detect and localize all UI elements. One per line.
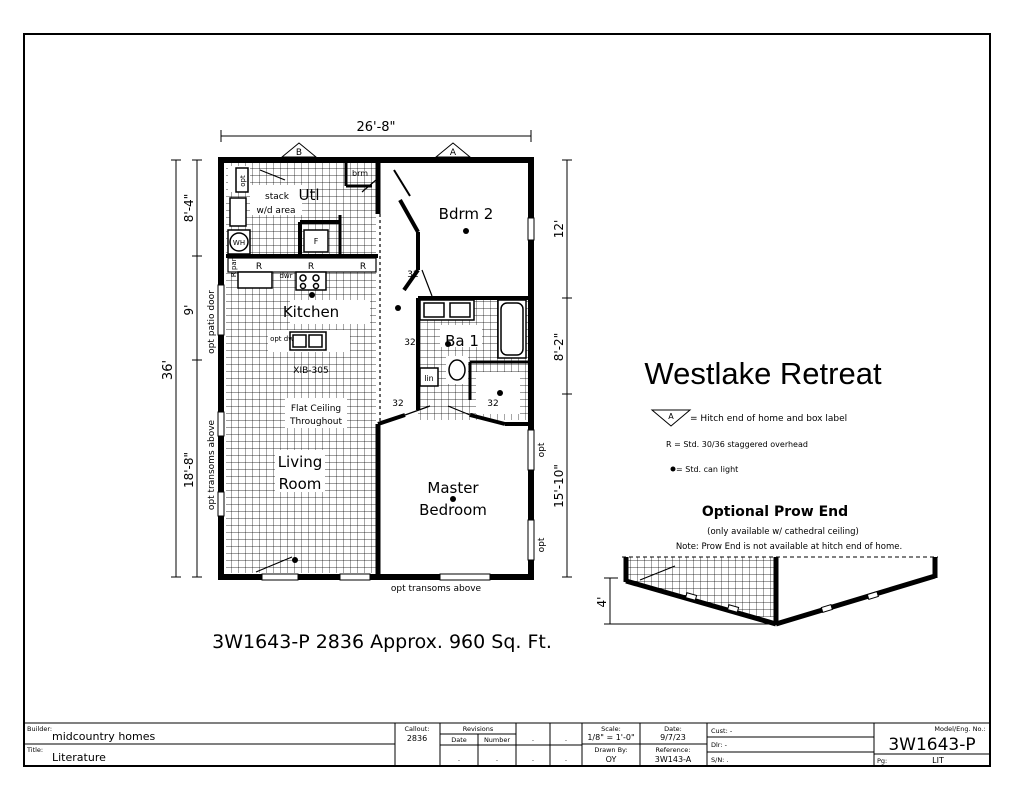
label-stack: stack [265,192,290,202]
tb-cust: Cust: - [711,727,733,735]
room-living-2: Room [279,475,322,493]
room-utl: Utl [298,186,319,204]
room-living-1: Living [278,453,323,471]
prow-dim: 4' [595,597,609,608]
door-size-3: 32 [392,399,403,409]
room-master-2: Bedroom [419,501,487,519]
dim-right-1: 12' [552,220,566,239]
marker-b [280,142,318,158]
marker-a-label: A [450,148,457,158]
legend: A = Hitch end of home and box label R = … [650,409,847,474]
room-master-1: Master [427,479,479,497]
room-ba1: Ba 1 [445,332,479,350]
appliances [227,167,527,387]
prow-section: Optional Prow End (only available w/ cat… [595,504,938,640]
dim-left-1: 8'-4" [182,194,196,222]
dim-right-2: 8'-2" [552,333,566,361]
tb-model: 3W1643-P [888,735,975,755]
tb-title-label: Title: [26,746,43,754]
tb-revisions-label: Revisions [463,725,494,733]
svg-text:.: . [565,755,567,763]
legend-hitch: = Hitch end of home and box label [690,414,847,424]
prow-note: Note: Prow End is not available at hitch… [676,542,902,552]
tb-sn: S/N: . [711,756,729,764]
tb-builder: midcountry homes [52,730,156,743]
plan-caption: 3W1643-P 2836 Approx. 960 Sq. Ft. [212,631,552,653]
label-r-2: R [308,262,314,272]
label-r-3: R [360,262,366,272]
tb-ref: 3W143-A [655,755,692,764]
tb-builder-label: Builder: [27,725,52,733]
label-throughout: Throughout [289,417,343,427]
floor-plan: B A 26'-8" 36' 8'-4" 9' 18'-8" 12' 8'-2"… [161,120,572,594]
label-r-pan: R pan [230,257,238,277]
label-opt-utl: opt [239,175,247,187]
label-r-1: R [256,262,262,272]
legend-can-light: = Std. can light [676,465,738,474]
tb-date2-label: Date: [664,725,682,733]
label-lin: lin [424,374,434,383]
label-xib: XIB-305 [293,366,328,376]
door-size-4: 32 [487,399,498,409]
dim-width: 26'-8" [356,120,395,135]
room-bdrm2: Bdrm 2 [439,205,494,223]
tb-pg: LIT [932,756,944,765]
prow-sub: (only available w/ cathedral ceiling) [707,527,859,537]
dim-right-3: 15'-10" [552,464,566,508]
svg-text:.: . [565,735,567,743]
tb-ref-label: Reference: [656,746,691,754]
opt-transoms-bottom: opt transoms above [391,584,482,594]
opt-transoms-left: opt transoms above [207,419,217,510]
svg-text:.: . [458,755,460,763]
opt-right-2: opt [537,537,547,552]
svg-text:.: . [532,755,534,763]
label-dwr: dwr [279,272,292,280]
label-opt-dw: opt dw [270,335,294,343]
tb-dlr: Dlr: - [711,741,728,749]
prow-title: Optional Prow End [702,504,848,520]
label-wh: WH [233,239,245,247]
door-size-2: 32 [404,338,415,348]
opt-right-1: opt [537,442,547,457]
marker-a [434,142,472,158]
tb-model-label: Model/Eng. No.: [934,725,985,733]
tb-pg-label: Pg: [877,757,887,765]
dim-left-2: 9' [182,305,196,316]
svg-text:.: . [496,755,498,763]
title-block: Builder: midcountry homes Title: Literat… [23,722,991,767]
legend-marker-label: A [668,412,674,421]
marker-b-label: B [296,148,302,158]
tb-date2: 9/7/23 [660,733,686,742]
legend-marker-icon [650,409,692,427]
tb-number-label: Number [484,736,510,744]
tb-callout: 2836 [407,734,427,743]
opt-patio-door: opt patio door [207,290,217,354]
tb-scale-label: Scale: [601,725,621,733]
door-size-1: 32 [407,270,418,280]
label-flat-ceiling: Flat Ceiling [291,404,341,414]
legend-can-light-icon [670,466,676,472]
label-f: F [314,237,319,246]
dim-left-3: 18'-8" [182,452,196,488]
tb-scale: 1/8" = 1'-0" [587,733,634,742]
dim-total: 36' [161,360,176,380]
plan-title: Westlake Retreat [644,356,882,391]
interior-walls [226,160,531,577]
tb-drawn-label: Drawn By: [594,746,627,754]
tb-callout-label: Callout: [405,725,430,733]
room-kitchen: Kitchen [283,303,339,321]
tb-drawn: OY [606,755,617,764]
label-brm: brm [352,169,368,178]
svg-text:.: . [532,735,534,743]
legend-r-note: R = Std. 30/36 staggered overhead [666,440,808,449]
tb-date-label: Date [451,736,467,744]
tb-title: Literature [52,751,106,764]
label-wd-area: w/d area [256,206,295,216]
